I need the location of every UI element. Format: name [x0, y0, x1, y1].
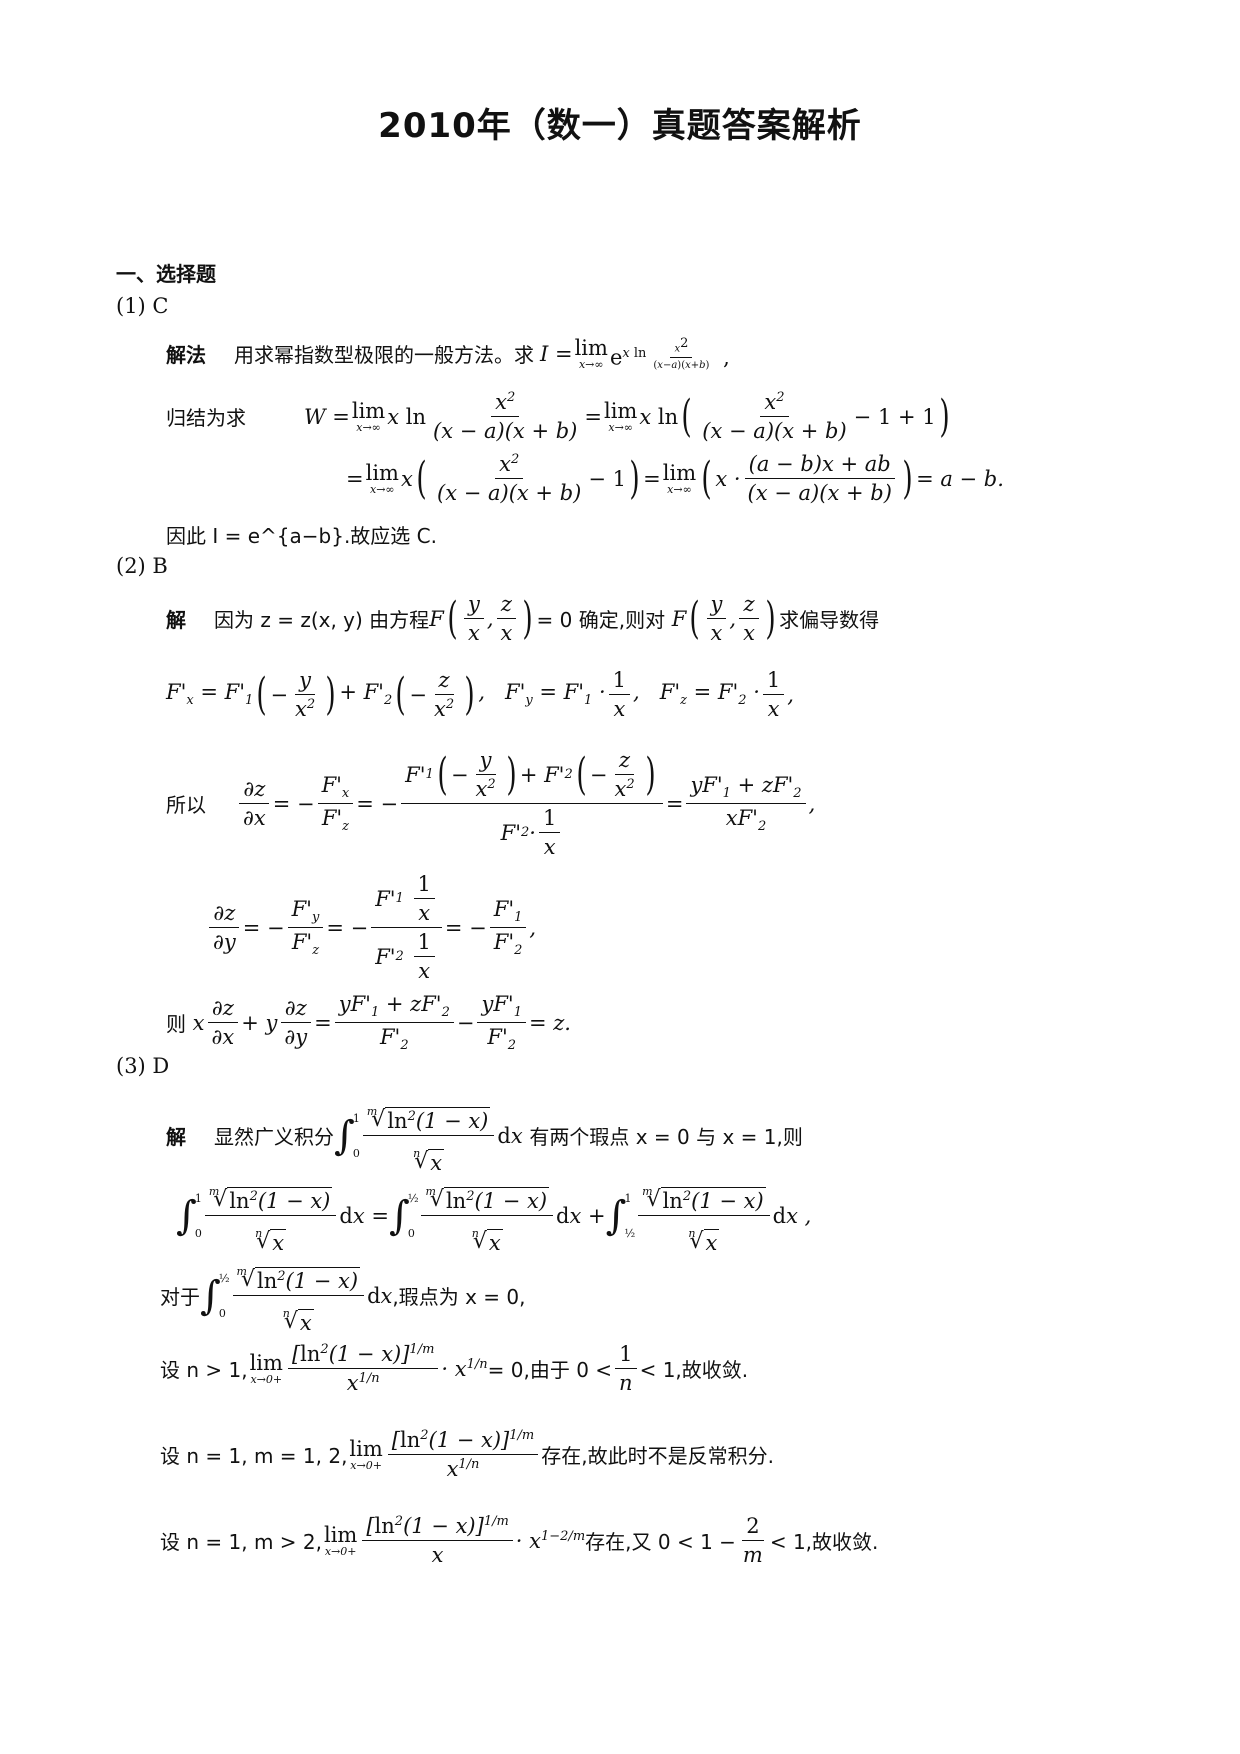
section-heading: 一、选择题: [116, 262, 216, 286]
method-text: 用求幂指数型极限的一般方法。求: [234, 343, 534, 367]
fraction: x2(x − a)(x + b): [433, 390, 578, 443]
q3-answer-label: (3) D: [116, 1054, 170, 1078]
method-label: 解法: [166, 343, 206, 367]
q1-conclusion: 因此 I = e^{a−b}.故应选 C.: [166, 524, 437, 548]
I-symbol: I =: [540, 341, 573, 366]
q1-answer-label: (1) C: [116, 294, 169, 318]
q2-answer-label: (2) B: [116, 554, 168, 578]
reduce-label: 归结为求: [166, 406, 246, 430]
page-title: 2010年（数一）真题答案解析: [378, 106, 862, 146]
